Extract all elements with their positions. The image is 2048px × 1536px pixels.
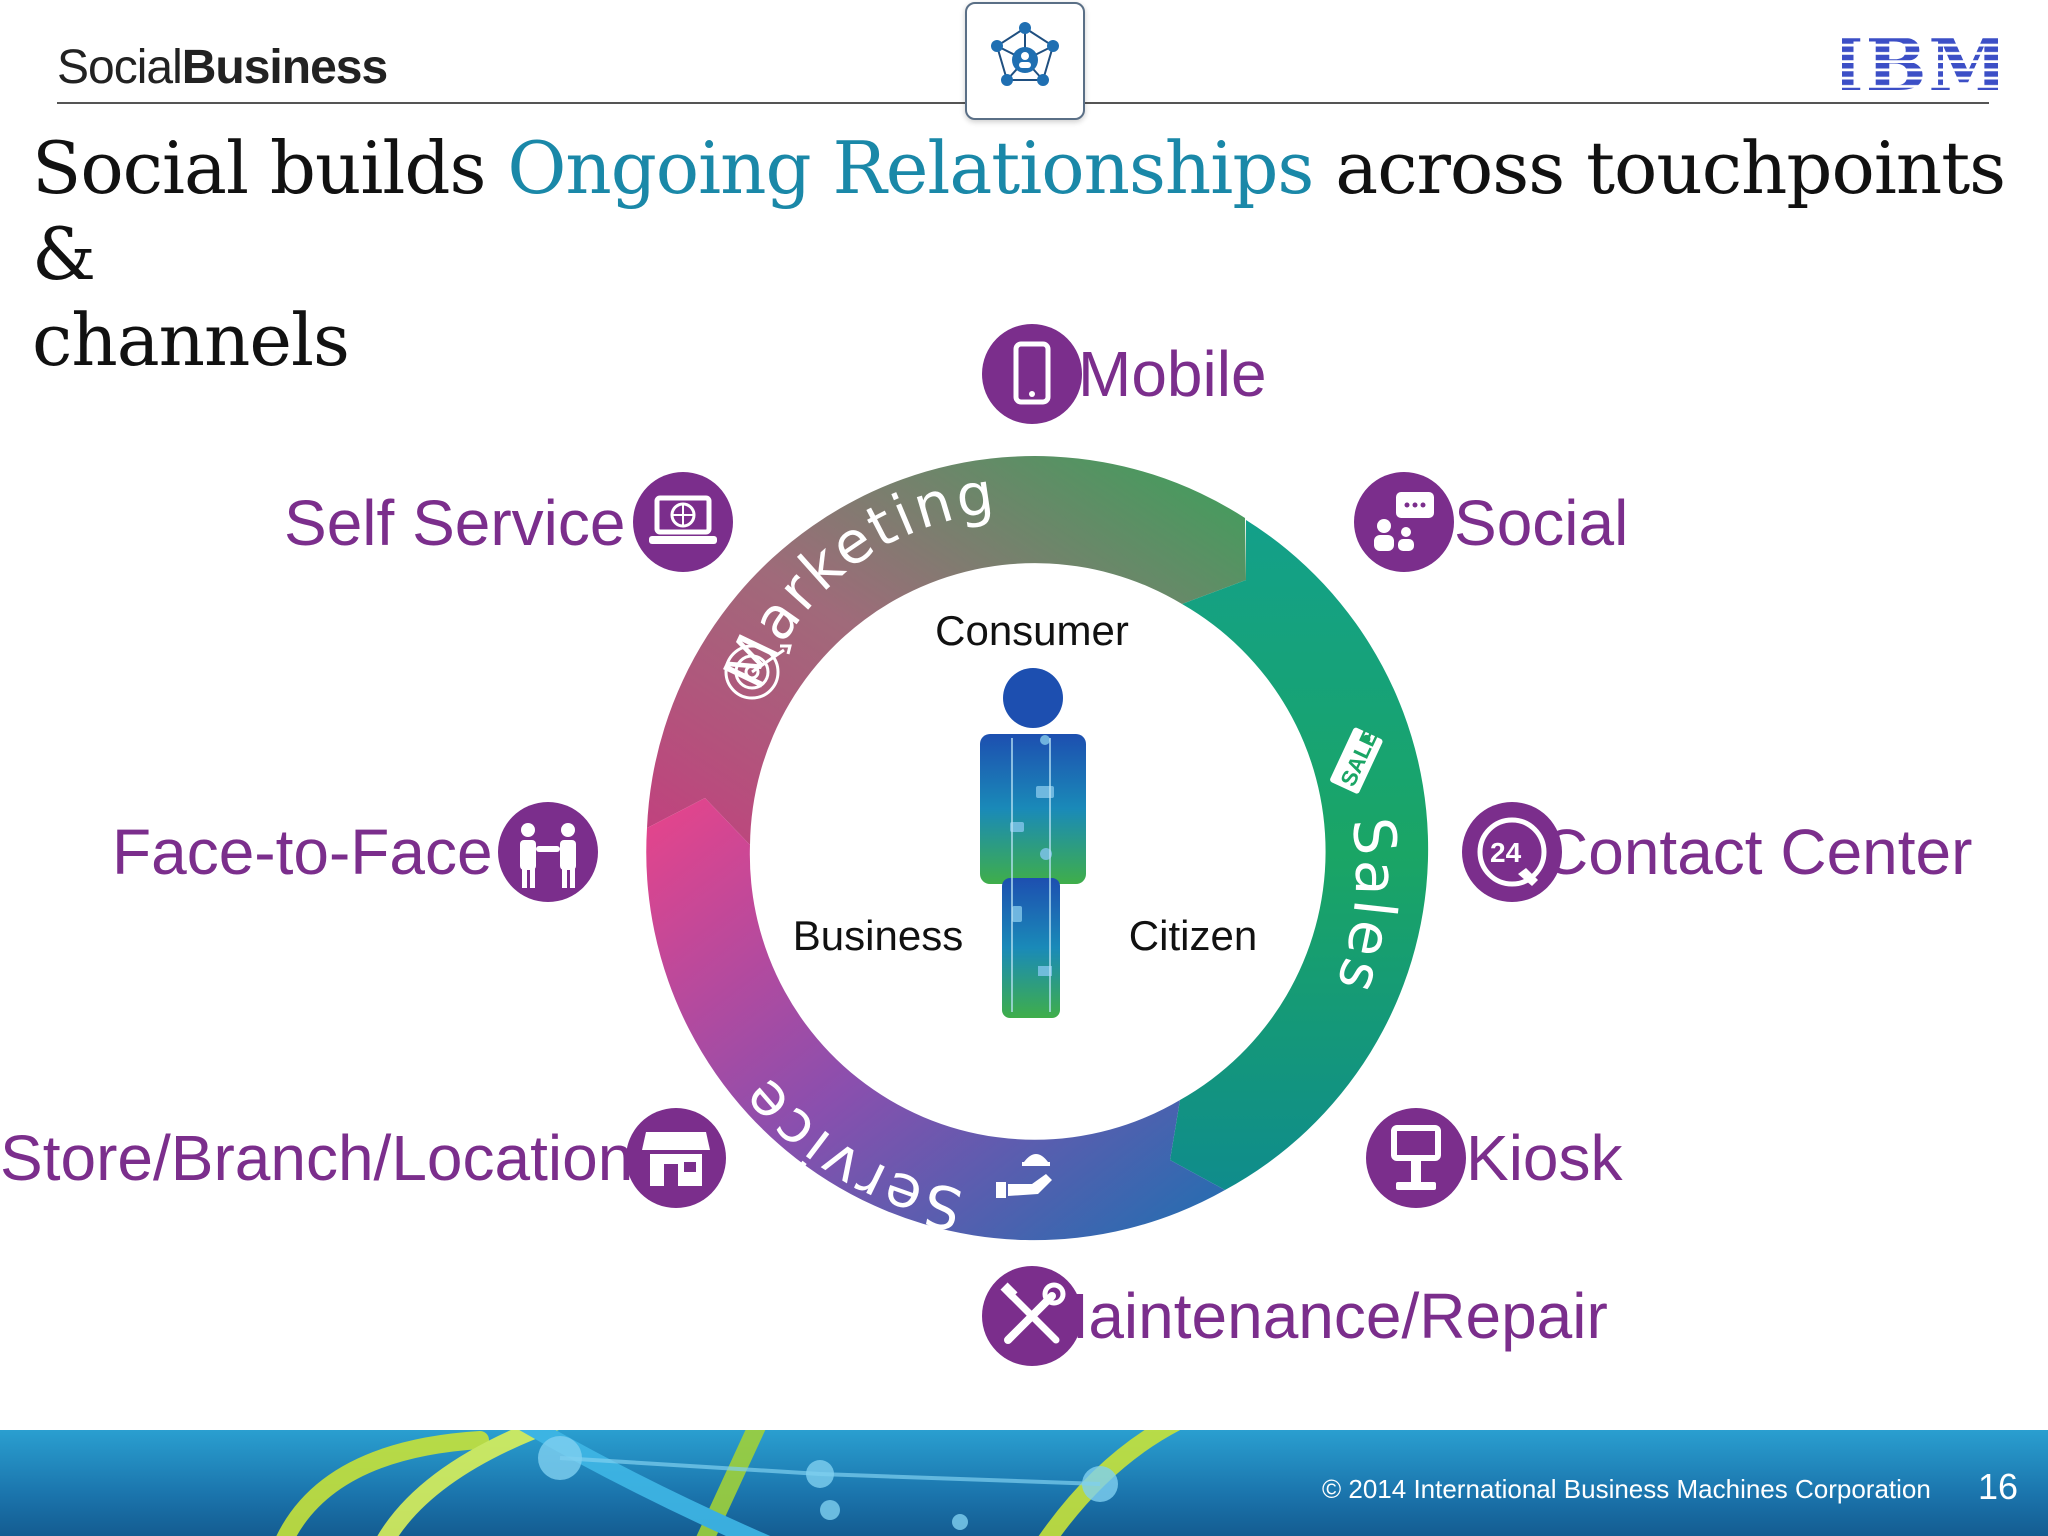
consumer-figure bbox=[980, 668, 1086, 1018]
touchpoint-label-self-service: Self Service bbox=[284, 487, 625, 559]
relationship-diagram: Marketing Sales Service SALE Consumer Bu… bbox=[0, 324, 1972, 1366]
marketing-segment bbox=[647, 456, 1246, 845]
page-number: 16 bbox=[1978, 1466, 2019, 1507]
brand-social: Social bbox=[57, 41, 183, 94]
touchpoint-label-face-to-face: Face-to-Face bbox=[112, 816, 493, 888]
center-label-consumer: Consumer bbox=[935, 607, 1129, 654]
sales-segment bbox=[1170, 520, 1429, 1190]
touchpoint-label-social: Social bbox=[1454, 487, 1628, 559]
slide-title: Social builds Ongoing Relationships acro… bbox=[32, 125, 2012, 383]
touchpoint-label-store: Store/Branch/Location bbox=[0, 1122, 633, 1194]
tools-icon bbox=[982, 1266, 1082, 1366]
footer-banner bbox=[0, 1430, 2048, 1536]
service-hand-icon bbox=[996, 1154, 1052, 1198]
chat-people-icon bbox=[1354, 472, 1454, 572]
title-highlight: Ongoing Relationships bbox=[507, 126, 1314, 210]
network-people-icon bbox=[991, 22, 1059, 86]
laptop-globe-icon bbox=[633, 472, 733, 572]
center-label-business: Business bbox=[793, 912, 963, 959]
copyright-notice: © 2014 International Business Machines C… bbox=[1322, 1474, 1931, 1504]
touchpoint-label-contact-center: Contact Center bbox=[1542, 816, 1972, 888]
service-segment bbox=[646, 798, 1225, 1241]
ibm-logo-text: IBM bbox=[1842, 30, 1998, 96]
center-label-citizen: Citizen bbox=[1129, 912, 1257, 959]
handshake-icon bbox=[498, 802, 598, 902]
24h-phone-icon: 24 bbox=[1462, 802, 1562, 902]
title-part1: Social builds bbox=[32, 126, 508, 210]
touchpoint-label-kiosk: Kiosk bbox=[1466, 1122, 1624, 1194]
social-business-brand: SocialBusiness bbox=[57, 40, 388, 95]
smartphone-icon bbox=[982, 324, 1082, 424]
title-line2: channels bbox=[32, 298, 350, 382]
target-icon bbox=[724, 644, 792, 700]
brand-business: Business bbox=[181, 41, 388, 94]
touchpoint-label-mobile: Mobile bbox=[1078, 338, 1267, 410]
network-people-logo bbox=[965, 2, 1085, 120]
footer-graphic bbox=[276, 1430, 1181, 1536]
touchpoint-label-maintenance: Maintenance/Repair bbox=[1035, 1280, 1608, 1352]
kiosk-icon bbox=[1366, 1108, 1466, 1208]
ibm-logo: IBM bbox=[1830, 22, 2008, 107]
title-part2: across touchpoints & bbox=[32, 126, 2006, 296]
contact-center-24-label: 24 bbox=[1490, 837, 1522, 868]
storefront-icon bbox=[626, 1108, 726, 1208]
